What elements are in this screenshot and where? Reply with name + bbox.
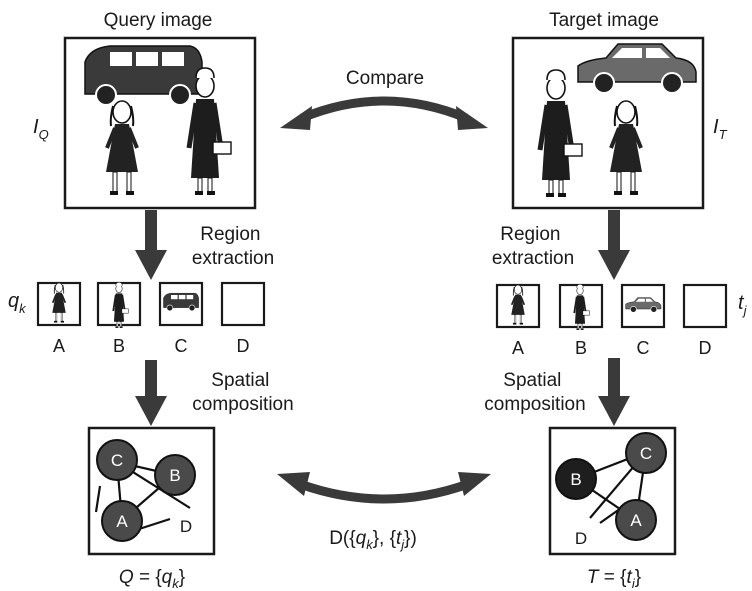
compare-arrowhead-left — [280, 106, 312, 130]
target-graph: B C A D — [555, 432, 667, 548]
query-region-letter-b: B — [113, 336, 125, 356]
query-graph: C B A D — [94, 439, 196, 542]
target-node-b-label: B — [570, 470, 581, 489]
query-node-a — [101, 500, 143, 542]
query-node-b-label: B — [169, 466, 180, 485]
target-image-title: Target image — [549, 10, 659, 31]
target-regions-label: tj — [738, 292, 748, 318]
query-extraction-arrow — [135, 210, 167, 280]
target-region-d-thumb — [682, 283, 728, 329]
query-caption: Q = {qk} — [119, 567, 185, 591]
query-spatial-composition-label: Spatial composition — [192, 370, 293, 415]
compare-arrowhead-right — [456, 106, 488, 130]
query-composition-arrow — [135, 360, 167, 426]
target-node-d-label: D — [575, 529, 587, 548]
target-region-letter-d: D — [699, 338, 712, 358]
target-region-extraction-label: Region extraction — [492, 224, 574, 269]
query-image-title: Query image — [104, 10, 213, 31]
target-region-letter-b: B — [575, 338, 587, 358]
target-region-letter-a: A — [512, 338, 524, 358]
target-composition-arrow — [598, 358, 630, 426]
query-node-a-label: A — [116, 512, 128, 531]
query-node-b — [154, 454, 196, 496]
compare-label: Compare — [346, 68, 424, 89]
target-node-c-label: C — [640, 444, 652, 463]
distance-arrow — [298, 479, 470, 504]
target-spatial-composition-label: Spatial composition — [484, 370, 585, 415]
distance-label: D({qk}, {tj}) — [329, 528, 417, 552]
target-node-b — [555, 458, 597, 500]
query-node-c — [96, 439, 138, 481]
target-region-letter-c: C — [637, 338, 650, 358]
query-node-c-label: C — [111, 451, 123, 470]
query-image-label: IQ — [33, 116, 49, 142]
query-region-letter-c: C — [175, 336, 188, 356]
target-node-c — [625, 432, 667, 474]
compare-arrow — [300, 96, 468, 123]
query-regions-label: qk — [8, 290, 27, 316]
query-region-d-thumb — [220, 281, 266, 327]
target-image-label: IT — [713, 116, 728, 142]
query-region-letter-a: A — [53, 336, 65, 356]
query-region-extraction-label: Region extraction — [192, 224, 274, 269]
target-node-a — [615, 499, 657, 541]
distance-arrowhead-right — [458, 472, 491, 496]
target-node-a-label: A — [630, 511, 642, 530]
query-node-d-label: D — [180, 517, 192, 536]
target-extraction-arrow — [598, 210, 630, 280]
target-caption: T = {ti} — [587, 567, 641, 591]
query-region-letter-d: D — [237, 336, 250, 356]
distance-arrowhead-left — [277, 472, 310, 496]
